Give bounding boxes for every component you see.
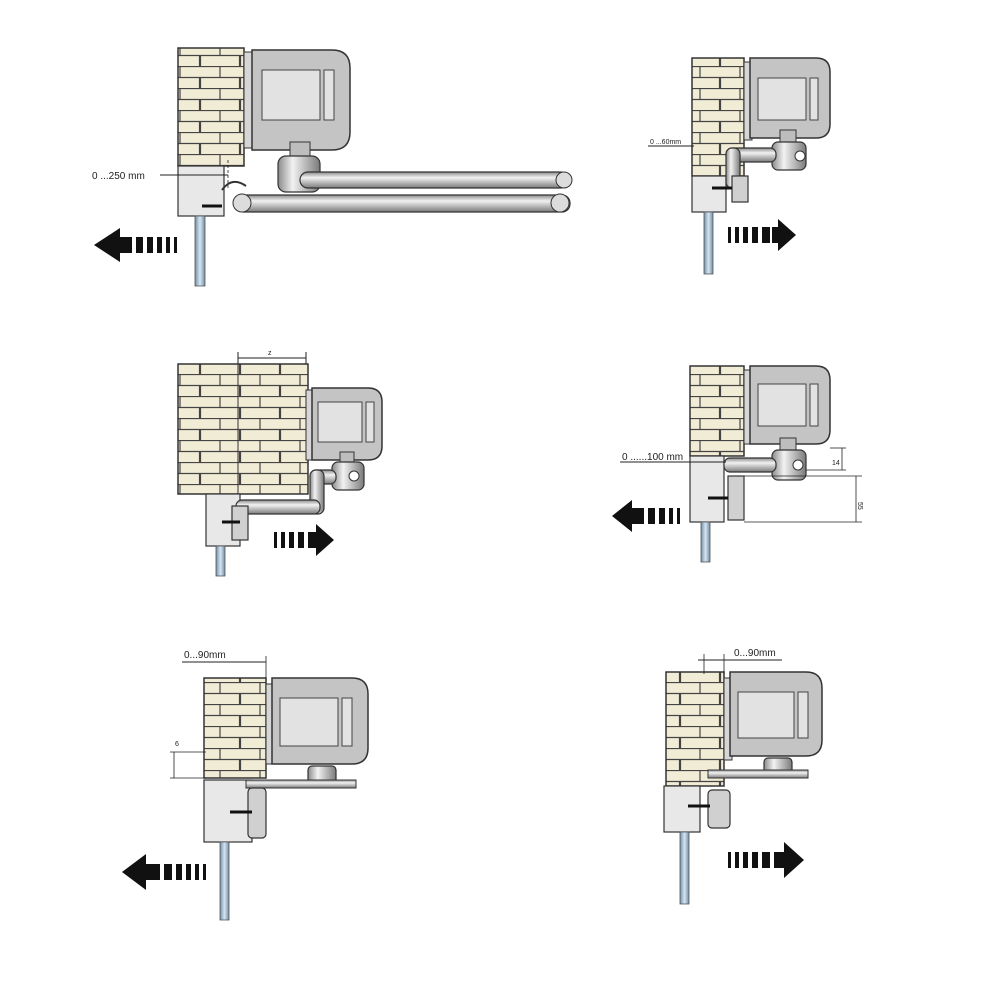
dimension-label: 0...90mm <box>734 648 776 659</box>
dimension-label-55: 55 <box>856 502 863 510</box>
drive-arm <box>245 779 357 789</box>
motor-window <box>279 697 339 747</box>
panel-top-right: 0 ...60mm <box>648 57 831 275</box>
door-bracket <box>707 789 731 829</box>
opening-direction-arrow-left <box>612 500 680 532</box>
gate-post <box>194 215 206 287</box>
panel-top-left: 0 ...250 mm <box>92 47 573 287</box>
drive-arm <box>707 769 809 779</box>
opening-direction-arrow-left <box>94 228 177 262</box>
panel-bottom-left: 0...90mm 6 <box>122 650 369 921</box>
panel-bottom-right: 0...90mm <box>663 648 823 905</box>
motor-window <box>757 77 807 121</box>
dimension-label: 0 ......100 mm <box>622 452 683 463</box>
output-shaft <box>289 141 311 157</box>
motor-window <box>261 69 321 121</box>
output-shaft <box>779 437 797 451</box>
door-pillar <box>691 175 727 213</box>
dimension-label-14: 14 <box>832 460 840 467</box>
brick-wall <box>177 47 245 167</box>
opening-direction-arrow-right <box>728 842 804 878</box>
brick-wall <box>177 363 309 495</box>
dimension-label: 0...90mm <box>184 650 226 661</box>
output-shaft <box>779 129 797 143</box>
door-bracket <box>731 175 749 203</box>
motor-window <box>317 401 363 443</box>
motor-window <box>737 691 795 739</box>
panel-mid-right: 0 ......100 mm 14 55 <box>612 365 863 563</box>
brick-wall <box>203 677 267 779</box>
opening-direction-arrow-right <box>728 219 796 251</box>
gate-post <box>703 211 714 275</box>
gate-post <box>700 521 711 563</box>
gate-post <box>215 545 226 577</box>
motor-window <box>757 383 807 427</box>
panel-mid-left: z <box>177 350 383 577</box>
dimension-label: 0 ...250 mm <box>92 171 145 182</box>
lower-arm <box>235 194 571 213</box>
brick-wall <box>689 365 745 457</box>
door-pillar <box>663 785 701 833</box>
upper-arm <box>299 171 569 189</box>
dimension-label: 0 ...60mm <box>650 139 681 146</box>
opening-direction-arrow-left <box>122 854 206 890</box>
door-pillar <box>689 455 725 523</box>
drive-arm <box>723 457 777 473</box>
gate-post <box>219 841 230 921</box>
dimension-label: z <box>268 350 272 357</box>
door-bracket <box>727 475 745 521</box>
dimension-label-6: 6 <box>175 741 179 748</box>
brick-wall <box>665 671 725 787</box>
opening-direction-arrow-right <box>274 524 334 556</box>
door-pillar <box>177 165 225 217</box>
gate-post <box>679 831 690 905</box>
